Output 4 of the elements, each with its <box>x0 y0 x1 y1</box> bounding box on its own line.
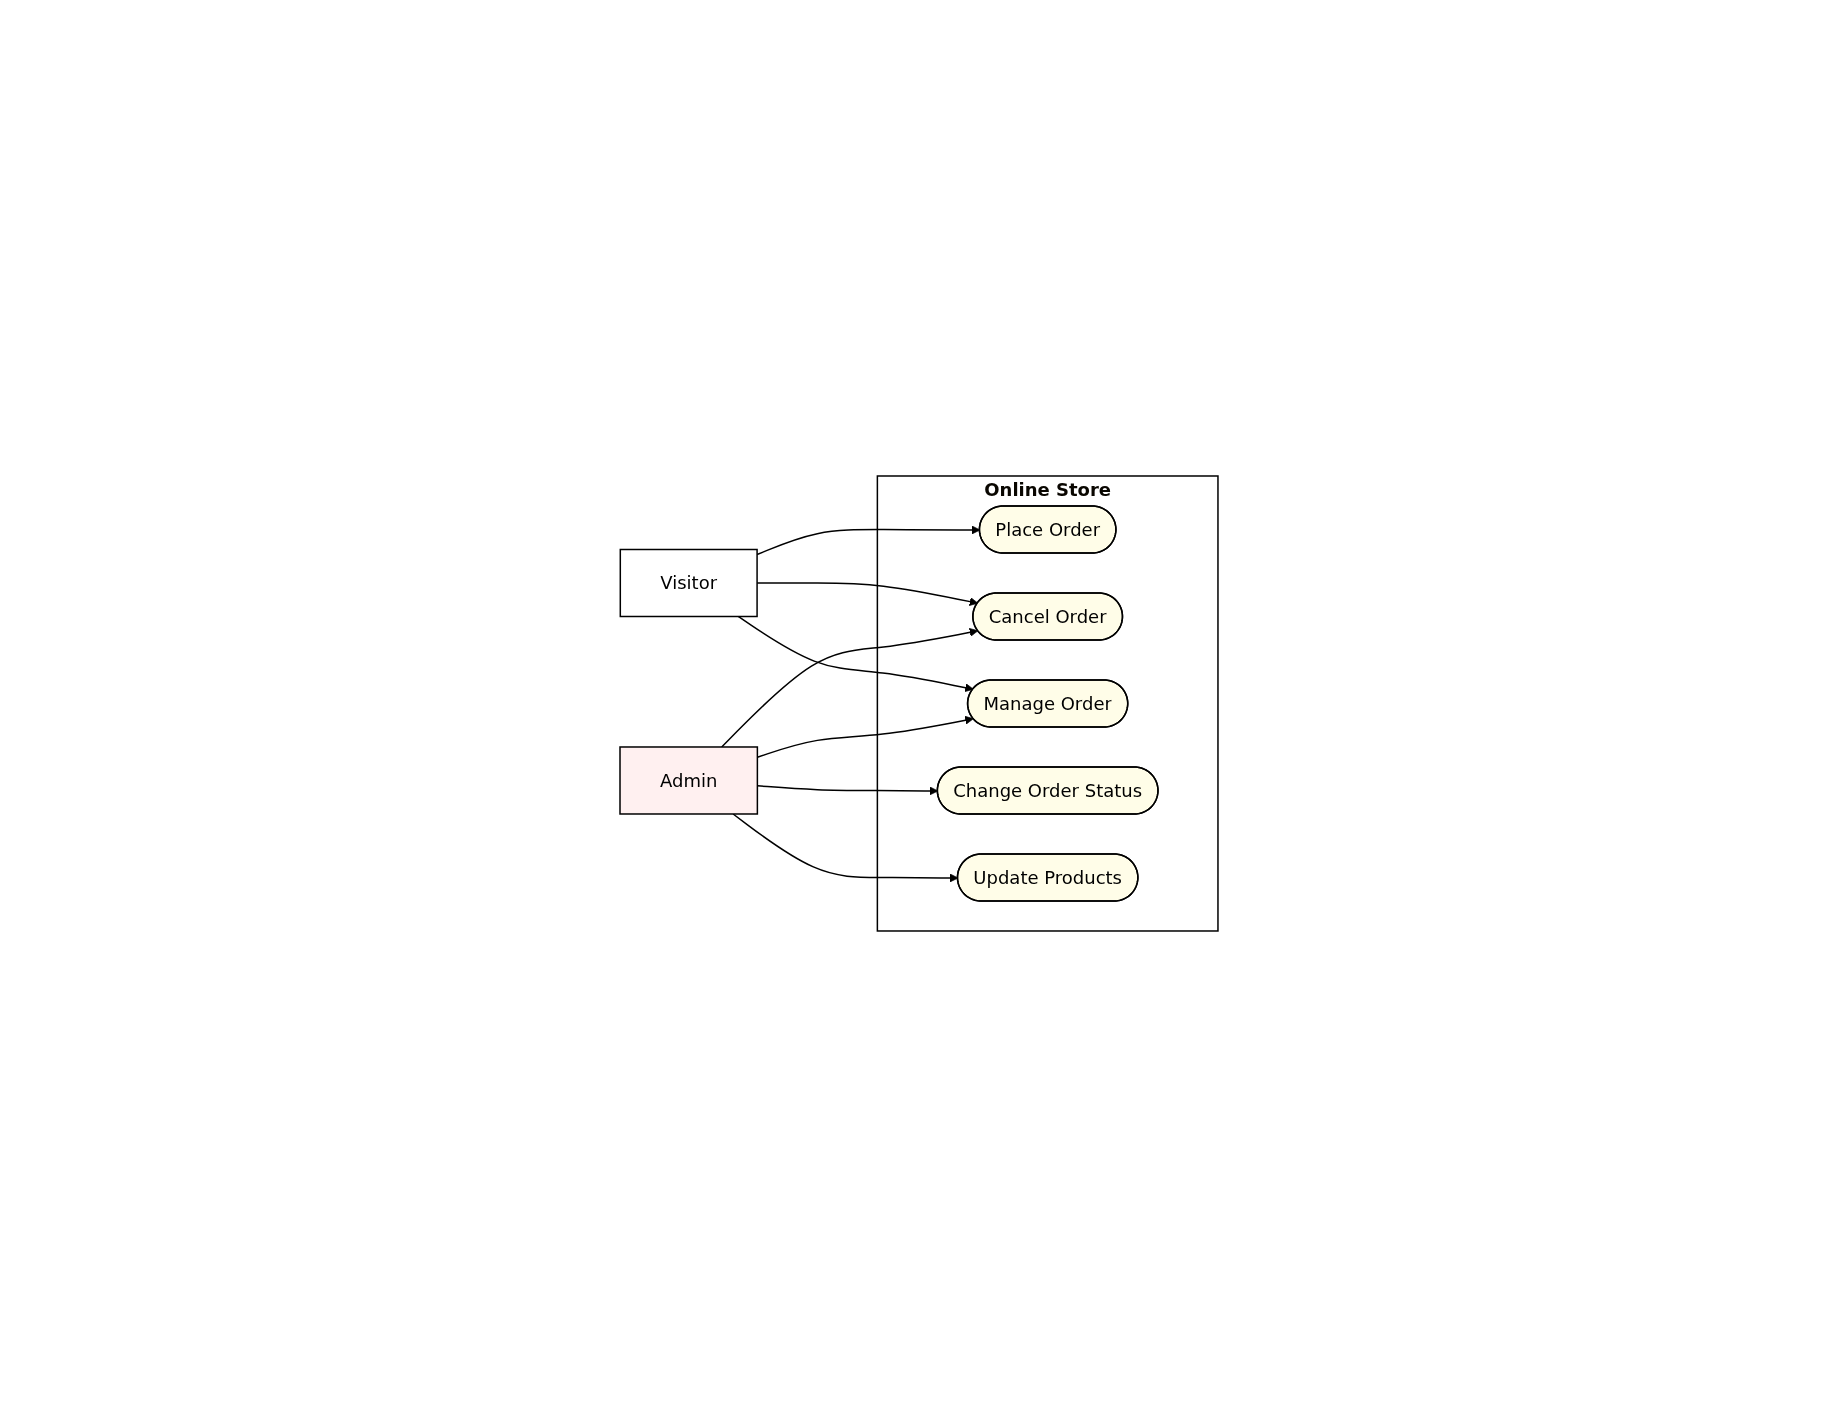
node-box: Visitor <box>619 548 758 617</box>
arrow <box>737 615 974 692</box>
arrow <box>721 627 979 748</box>
node-box: Admin <box>619 745 759 815</box>
